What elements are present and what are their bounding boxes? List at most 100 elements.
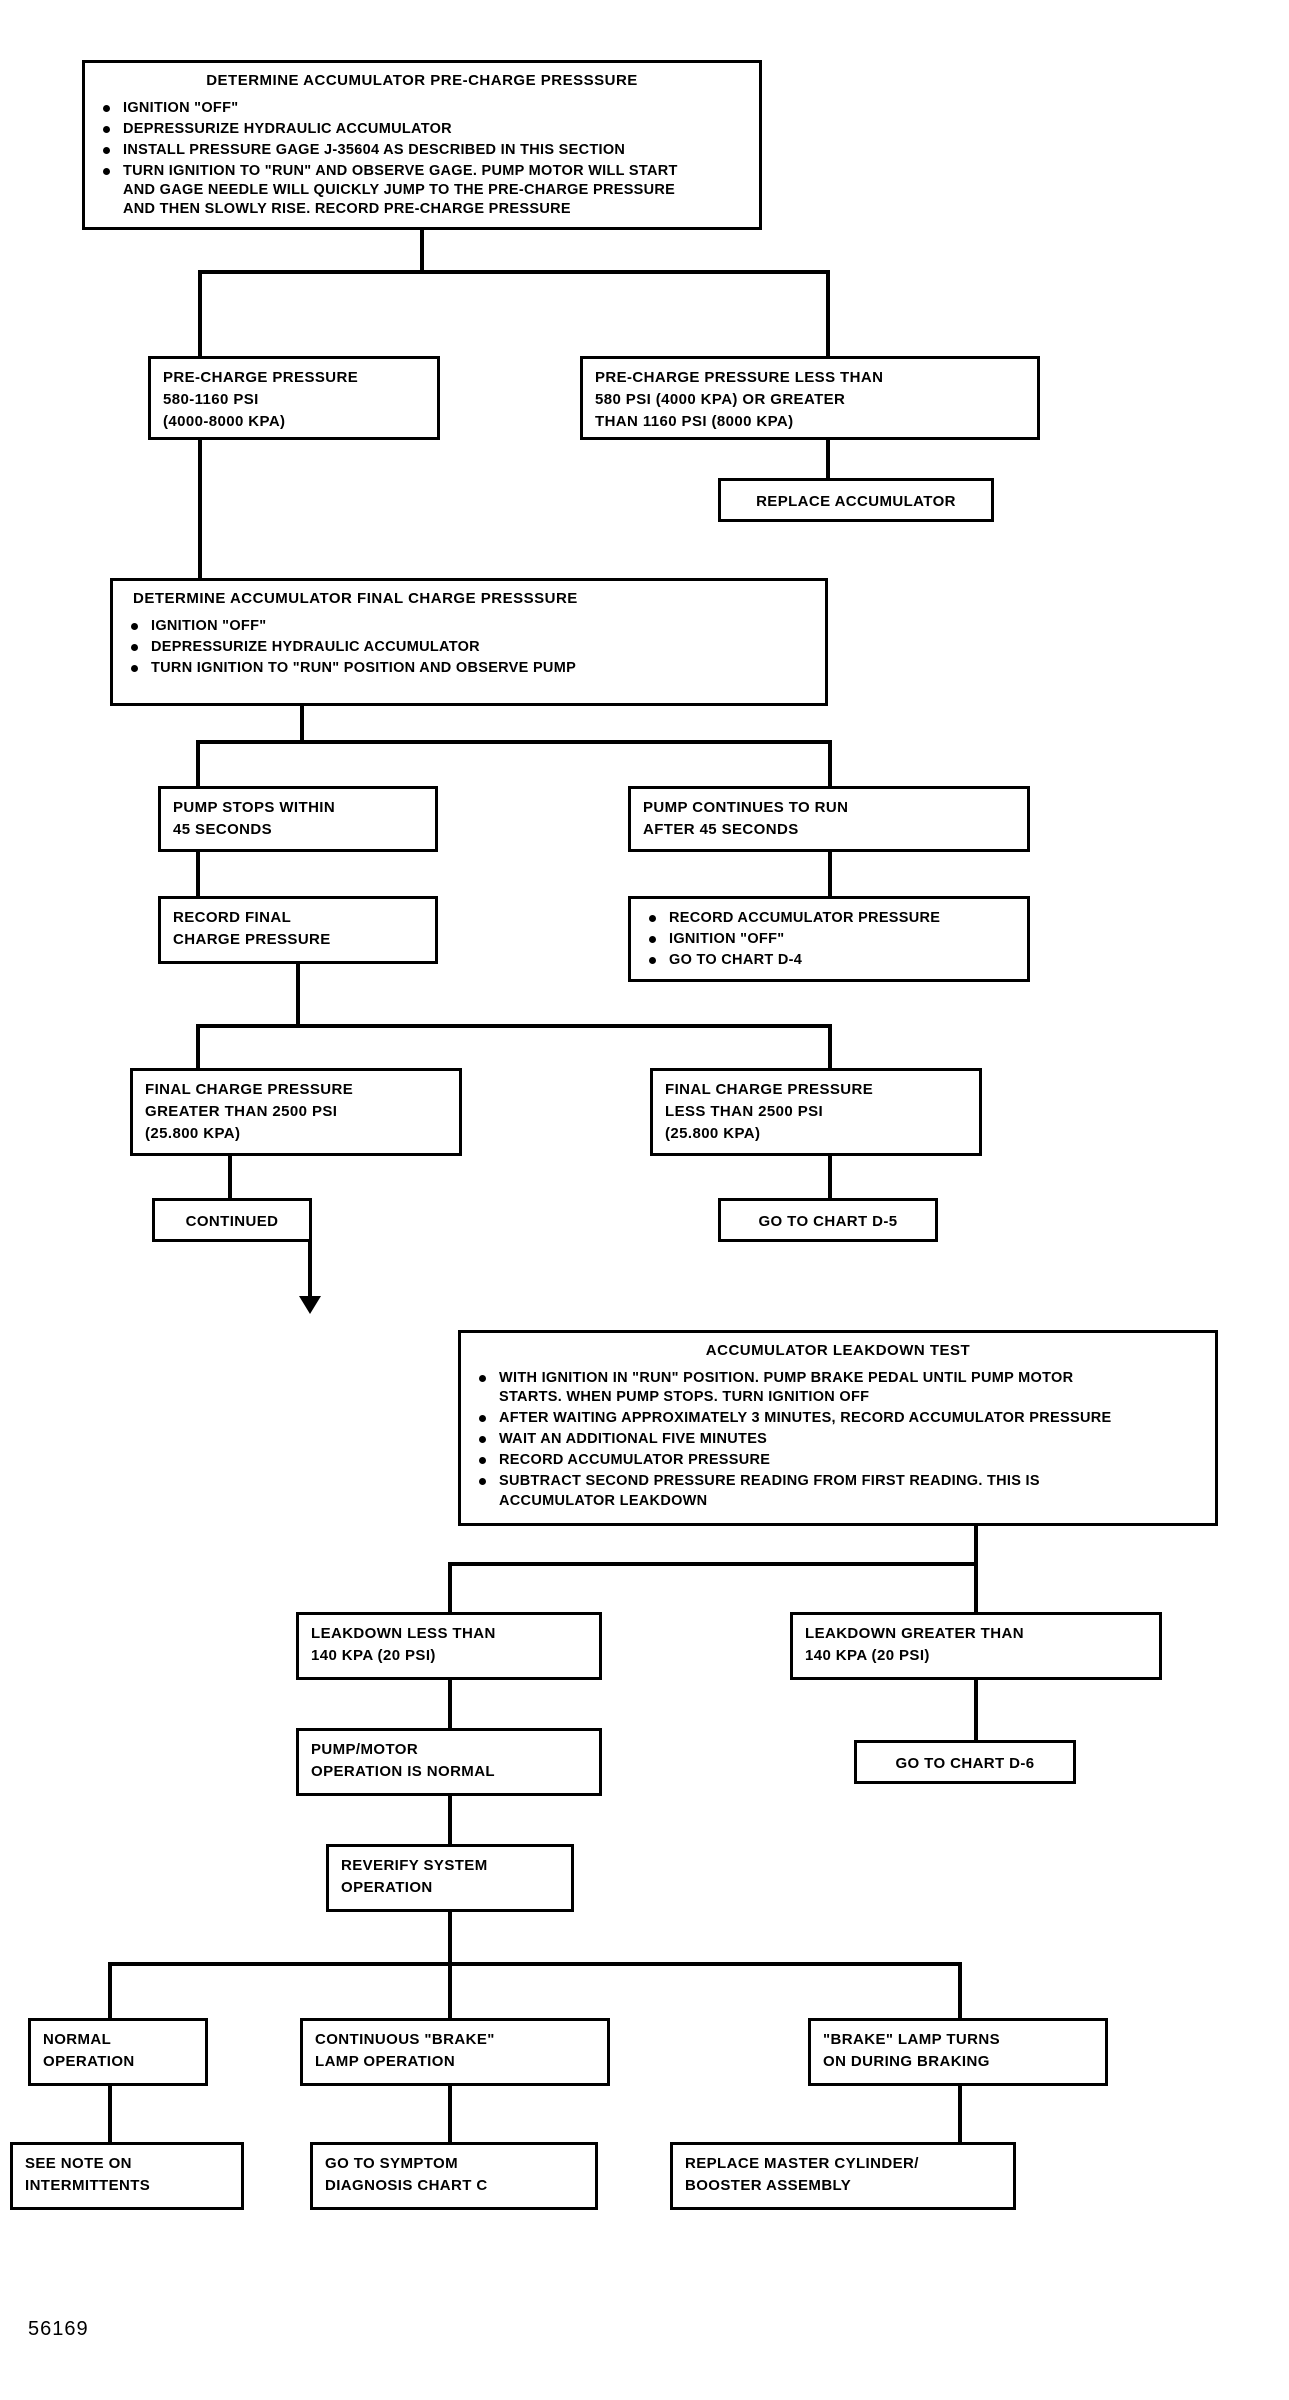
- arrow-down-icon: [299, 1296, 321, 1314]
- node-see-note-on-intermittents: SEE NOTE ON INTERMITTENTS: [10, 2142, 244, 2210]
- node-bullet-list: RECORD ACCUMULATOR PRESSURE IGNITION "OF…: [631, 899, 1027, 982]
- list-item: WITH IGNITION IN "RUN" POSITION. PUMP BR…: [477, 1369, 1205, 1407]
- node-precharge-out-of-range: PRE-CHARGE PRESSURE LESS THAN 580 PSI (4…: [580, 356, 1040, 440]
- node-text: PUMP STOPS WITHIN 45 SECONDS: [173, 799, 336, 838]
- node-continued: CONTINUED: [152, 1198, 312, 1242]
- connector-vertical: [828, 1156, 832, 1200]
- connector-vertical: [828, 852, 832, 898]
- node-text: LEAKDOWN GREATER THAN 140 KPA (20 PSI): [805, 1625, 1024, 1664]
- node-replace-master-cylinder-booster: REPLACE MASTER CYLINDER/ BOOSTER ASSEMBL…: [670, 2142, 1016, 2210]
- list-item: WAIT AN ADDITIONAL FIVE MINUTES: [477, 1430, 1205, 1449]
- connector-vertical: [308, 1242, 312, 1304]
- connector-horizontal: [198, 270, 830, 274]
- node-brake-lamp-on-during-braking: "BRAKE" LAMP TURNS ON DURING BRAKING: [808, 2018, 1108, 2086]
- node-pump-motor-operation-normal: PUMP/MOTOR OPERATION IS NORMAL: [296, 1728, 602, 1796]
- node-text: FINAL CHARGE PRESSURE LESS THAN 2500 PSI…: [665, 1081, 874, 1142]
- connector-vertical: [108, 2086, 112, 2144]
- node-record-final-charge-pressure: RECORD FINAL CHARGE PRESSURE: [158, 896, 438, 964]
- connector-vertical: [448, 1562, 452, 1614]
- node-go-to-chart-d5: GO TO CHART D-5: [718, 1198, 938, 1242]
- connector-vertical: [448, 1912, 452, 1966]
- node-text: GO TO CHART D-5: [758, 1213, 898, 1230]
- node-continuous-brake-lamp-operation: CONTINUOUS "BRAKE" LAMP OPERATION: [300, 2018, 610, 2086]
- node-record-accumulator-pressure: RECORD ACCUMULATOR PRESSURE IGNITION "OF…: [628, 896, 1030, 982]
- figure-number: 56169: [28, 2318, 89, 2340]
- connector-vertical: [958, 1962, 962, 2020]
- connector-vertical: [198, 440, 202, 580]
- node-bullet-list: IGNITION "OFF" DEPRESSURIZE HYDRAULIC AC…: [113, 613, 825, 690]
- node-text: REPLACE ACCUMULATOR: [756, 493, 956, 510]
- node-accumulator-leakdown-test: ACCUMULATOR LEAKDOWN TEST WITH IGNITION …: [458, 1330, 1218, 1526]
- node-title: DETERMINE ACCUMULATOR FINAL CHARGE PRESS…: [133, 590, 578, 607]
- node-bullet-list: IGNITION "OFF" DEPRESSURIZE HYDRAULIC AC…: [85, 95, 759, 232]
- connector-vertical: [448, 1962, 452, 2020]
- node-leakdown-less-than-140kpa: LEAKDOWN LESS THAN 140 KPA (20 PSI): [296, 1612, 602, 1680]
- connector-vertical: [196, 740, 200, 788]
- node-text: FINAL CHARGE PRESSURE GREATER THAN 2500 …: [145, 1081, 354, 1142]
- node-determine-final-charge-pressure: DETERMINE ACCUMULATOR FINAL CHARGE PRESS…: [110, 578, 828, 706]
- node-text: CONTINUOUS "BRAKE" LAMP OPERATION: [315, 2031, 495, 2070]
- list-item: DEPRESSURIZE HYDRAULIC ACCUMULATOR: [129, 638, 815, 657]
- list-item: RECORD ACCUMULATOR PRESSURE: [647, 909, 1017, 928]
- node-determine-precharge-pressure: DETERMINE ACCUMULATOR PRE-CHARGE PRESSSU…: [82, 60, 762, 230]
- node-replace-accumulator: REPLACE ACCUMULATOR: [718, 478, 994, 522]
- connector-vertical: [974, 1526, 978, 1564]
- list-item: AFTER WAITING APPROXIMATELY 3 MINUTES, R…: [477, 1409, 1205, 1428]
- node-text: RECORD FINAL CHARGE PRESSURE: [173, 909, 331, 948]
- node-pump-continues-after-45s: PUMP CONTINUES TO RUN AFTER 45 SECONDS: [628, 786, 1030, 852]
- connector-vertical: [296, 964, 300, 1026]
- connector-vertical: [196, 852, 200, 898]
- node-reverify-system-operation: REVERIFY SYSTEM OPERATION: [326, 1844, 574, 1912]
- connector-vertical: [108, 1962, 112, 2020]
- connector-vertical: [420, 230, 424, 272]
- node-text: LEAKDOWN LESS THAN 140 KPA (20 PSI): [311, 1625, 496, 1664]
- list-item: DEPRESSURIZE HYDRAULIC ACCUMULATOR: [101, 120, 749, 139]
- list-item: IGNITION "OFF": [101, 99, 749, 118]
- list-item: INSTALL PRESSURE GAGE J-35604 AS DESCRIB…: [101, 141, 749, 160]
- list-item: RECORD ACCUMULATOR PRESSURE: [477, 1451, 1205, 1470]
- connector-vertical: [198, 270, 202, 358]
- connector-vertical: [974, 1680, 978, 1742]
- connector-vertical: [228, 1156, 232, 1200]
- list-item: GO TO CHART D-4: [647, 951, 1017, 970]
- node-text: PUMP/MOTOR OPERATION IS NORMAL: [311, 1741, 495, 1780]
- connector-horizontal: [448, 1562, 978, 1566]
- list-item: TURN IGNITION TO "RUN" AND OBSERVE GAGE.…: [101, 162, 749, 219]
- list-item: IGNITION "OFF": [129, 617, 815, 636]
- node-text: GO TO CHART D-6: [895, 1755, 1035, 1772]
- node-final-charge-less-2500: FINAL CHARGE PRESSURE LESS THAN 2500 PSI…: [650, 1068, 982, 1156]
- node-text: PUMP CONTINUES TO RUN AFTER 45 SECONDS: [643, 799, 849, 838]
- connector-vertical: [826, 270, 830, 358]
- node-text: CONTINUED: [185, 1213, 279, 1230]
- node-normal-operation: NORMAL OPERATION: [28, 2018, 208, 2086]
- list-item: IGNITION "OFF": [647, 930, 1017, 949]
- node-leakdown-greater-than-140kpa: LEAKDOWN GREATER THAN 140 KPA (20 PSI): [790, 1612, 1162, 1680]
- connector-vertical: [448, 2086, 452, 2144]
- node-text: SEE NOTE ON INTERMITTENTS: [25, 2155, 151, 2194]
- list-item: SUBTRACT SECOND PRESSURE READING FROM FI…: [477, 1472, 1205, 1510]
- connector-vertical: [196, 1024, 200, 1072]
- node-text: REVERIFY SYSTEM OPERATION: [341, 1857, 488, 1896]
- connector-vertical: [828, 1024, 832, 1072]
- connector-vertical: [448, 1680, 452, 1730]
- node-go-to-chart-d6: GO TO CHART D-6: [854, 1740, 1076, 1784]
- node-go-to-symptom-diagnosis-chart-c: GO TO SYMPTOM DIAGNOSIS CHART C: [310, 2142, 598, 2210]
- node-text: "BRAKE" LAMP TURNS ON DURING BRAKING: [823, 2031, 1000, 2070]
- list-item: TURN IGNITION TO "RUN" POSITION AND OBSE…: [129, 659, 815, 678]
- node-text: REPLACE MASTER CYLINDER/ BOOSTER ASSEMBL…: [685, 2155, 919, 2194]
- connector-horizontal: [196, 1024, 832, 1028]
- node-text: PRE-CHARGE PRESSURE LESS THAN 580 PSI (4…: [595, 369, 884, 430]
- node-bullet-list: WITH IGNITION IN "RUN" POSITION. PUMP BR…: [461, 1365, 1215, 1523]
- node-pump-stops-within-45s: PUMP STOPS WITHIN 45 SECONDS: [158, 786, 438, 852]
- connector-horizontal: [196, 740, 832, 744]
- node-precharge-in-range: PRE-CHARGE PRESSURE 580-1160 PSI (4000-8…: [148, 356, 440, 440]
- connector-horizontal: [108, 1962, 962, 1966]
- connector-vertical: [958, 2086, 962, 2144]
- connector-vertical: [448, 1796, 452, 1846]
- node-text: NORMAL OPERATION: [43, 2031, 135, 2070]
- node-text: PRE-CHARGE PRESSURE 580-1160 PSI (4000-8…: [163, 369, 359, 430]
- connector-vertical: [974, 1562, 978, 1614]
- node-text: GO TO SYMPTOM DIAGNOSIS CHART C: [325, 2155, 488, 2194]
- node-title: DETERMINE ACCUMULATOR PRE-CHARGE PRESSSU…: [206, 72, 638, 89]
